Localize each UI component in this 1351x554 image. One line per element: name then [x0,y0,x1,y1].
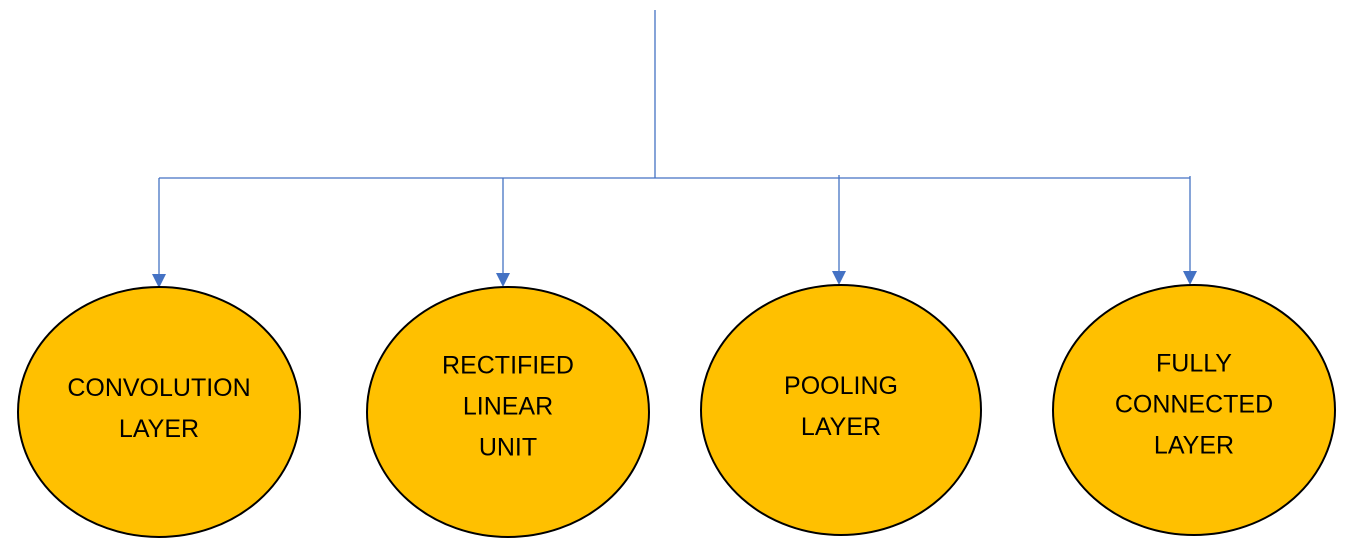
node-label-line: LAYER [119,415,199,443]
node-label-line: POOLING [784,372,898,400]
branch-group [152,175,1197,288]
node-label-line: LAYER [1154,432,1234,460]
arrowhead-fully-connected-layer [1183,271,1197,285]
node-ellipse-pooling-layer [700,284,982,536]
node-convolution-layer: CONVOLUTION LAYER [17,286,301,538]
arrowhead-pooling-layer [832,271,846,285]
node-label-line: LAYER [801,413,881,441]
node-label-line: UNIT [479,434,537,462]
node-label-line: CONVOLUTION [67,374,250,402]
node-ellipse-fully-connected-layer [1052,284,1336,536]
arrowhead-rectified-linear-unit [496,273,510,287]
node-group: CONVOLUTION LAYER RECTIFIED LINEAR UNIT POOLI… [17,284,1336,538]
node-label-line: CONNECTED [1115,391,1273,419]
node-label-line: LINEAR [463,393,553,421]
node-label-line: FULLY [1156,350,1232,378]
node-rectified-linear-unit: RECTIFIED LINEAR UNIT [366,286,650,538]
arrowhead-convolution-layer [152,274,166,288]
connector-group [159,10,1190,179]
node-pooling-layer: POOLING LAYER [700,284,982,536]
node-ellipse-rectified-linear-unit [366,286,650,538]
node-label-line: RECTIFIED [442,352,574,380]
node-fully-connected-layer: FULLY CONNECTED LAYER [1052,284,1336,536]
node-ellipse-convolution-layer [17,286,301,538]
